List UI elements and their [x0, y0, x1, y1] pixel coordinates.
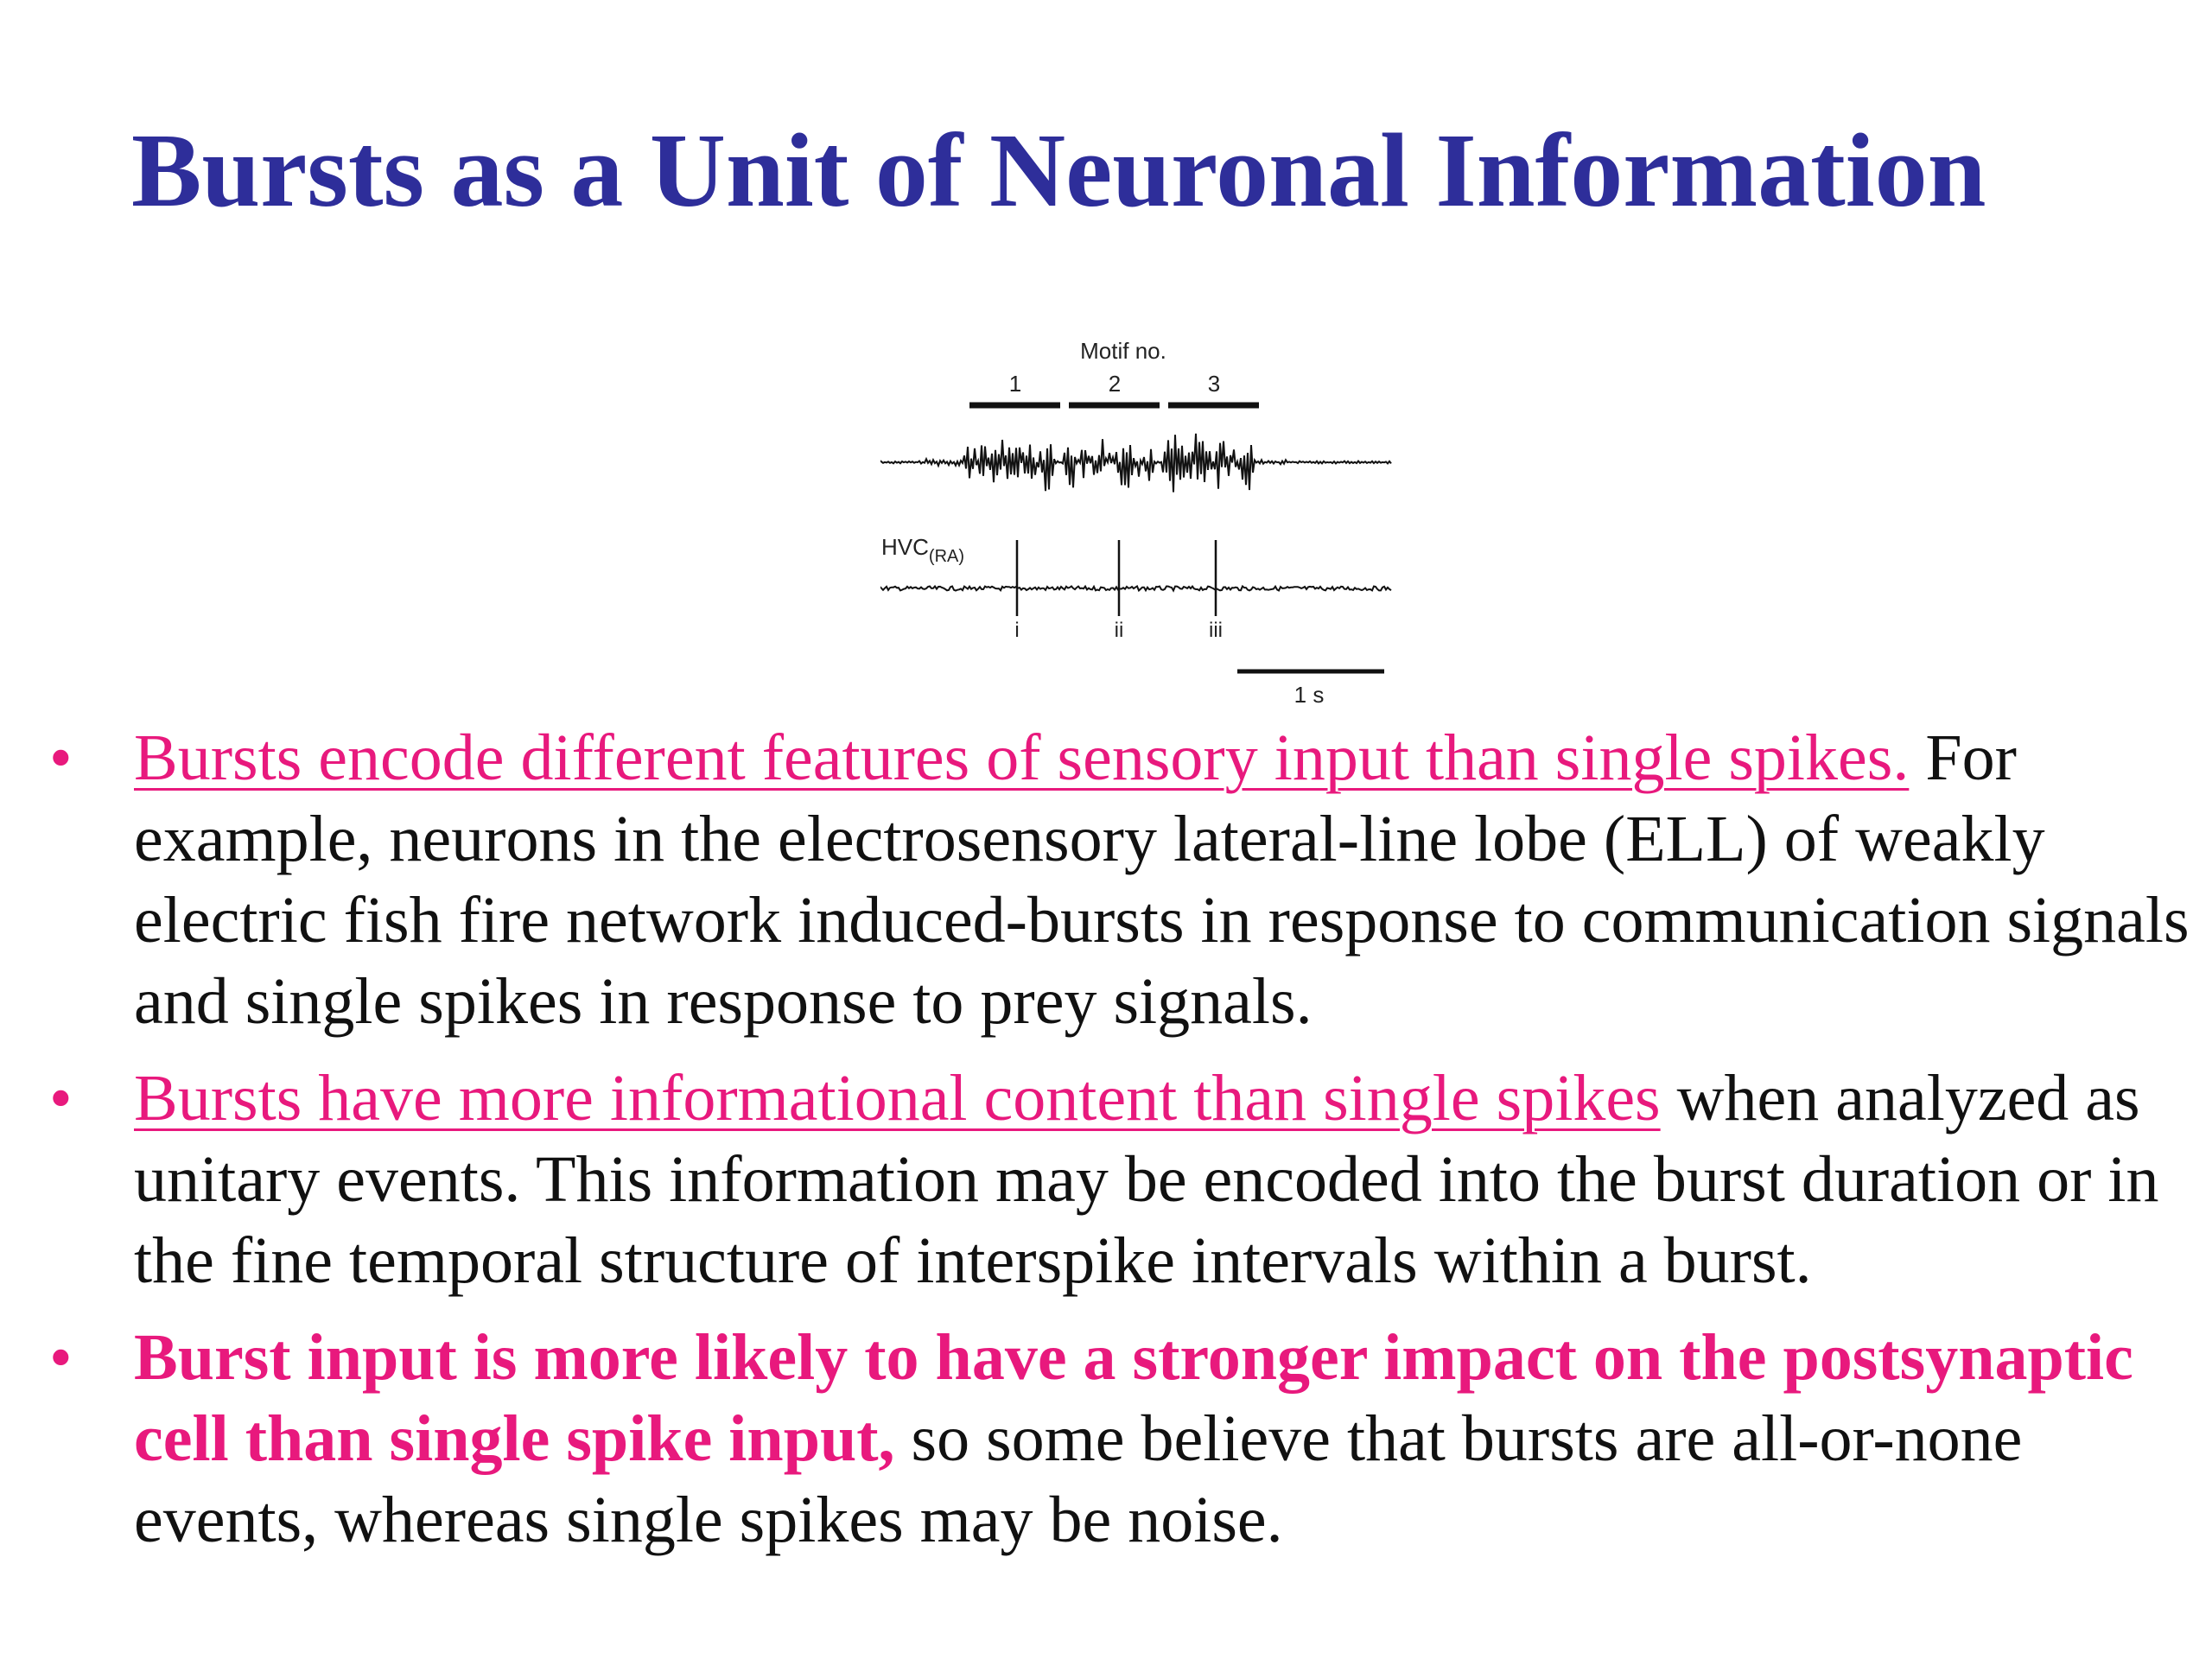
- hvc-baseline-path: [880, 584, 1392, 593]
- hvc-label: HVC(RA): [881, 534, 964, 566]
- bullet-item-2: • Bursts have more informational content …: [0, 1058, 2190, 1301]
- bullet-3-text: so some believe that bursts are all-or-n…: [134, 1402, 2023, 1556]
- bullet-dot: •: [49, 1062, 73, 1135]
- bullet-3-highlight: Burst input is more likely to have a str…: [134, 1321, 2133, 1475]
- hvc-spike-trace: [880, 540, 1392, 616]
- slide-title: Bursts as a Unit of Neuronal Information: [131, 112, 1986, 229]
- bullet-2-text: when analyzed as unitary events. This in…: [134, 1062, 2159, 1297]
- bullet-2-highlight: Bursts have more informational content t…: [134, 1062, 1661, 1135]
- burst-label-ii: ii: [1115, 619, 1124, 642]
- motif-number-1: 1: [1009, 371, 1021, 397]
- figure-svg: Motif no. 1 2 3 HVC(RA) i ii iii 1 s: [880, 338, 1392, 708]
- bullet-item-1: • Bursts encode different features of sen…: [0, 717, 2190, 1042]
- motif-number-2: 2: [1109, 371, 1121, 397]
- bullet-list: • Bursts encode different features of sen…: [0, 717, 2190, 1576]
- bullet-dot: •: [49, 1321, 73, 1394]
- motif-number-3: 3: [1208, 371, 1220, 397]
- burst-label-i: i: [1014, 619, 1019, 642]
- song-waveform-path: [880, 433, 1392, 493]
- song-waveform: [880, 433, 1392, 493]
- song-recording-figure: Motif no. 1 2 3 HVC(RA) i ii iii 1 s: [873, 333, 1426, 717]
- bullet-1-highlight: Bursts encode different features of sens…: [134, 721, 1910, 794]
- bullet-item-3: • Burst input is more likely to have a st…: [0, 1317, 2190, 1560]
- scale-bar-label: 1 s: [1294, 682, 1325, 708]
- motif-heading: Motif no.: [1080, 338, 1166, 364]
- bullet-1-text: For example, neurons in the electrosenso…: [134, 721, 2190, 1038]
- burst-label-iii: iii: [1209, 619, 1223, 642]
- bullet-dot: •: [49, 721, 73, 794]
